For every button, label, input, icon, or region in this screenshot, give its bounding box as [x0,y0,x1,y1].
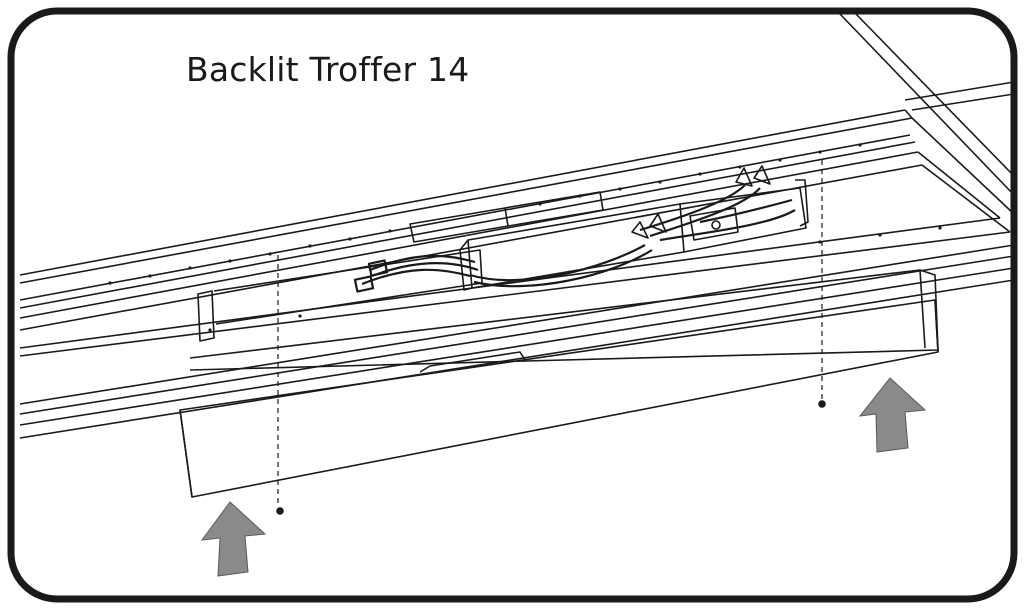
troffer-housing [19,134,1014,439]
mounting-plate [409,191,604,243]
wire-nuts [631,165,771,239]
terminal-block [689,207,739,241]
screw-left [276,507,284,515]
rail-perforations [108,143,942,332]
upper-lens-cover [189,269,939,373]
lower-lens-cover [179,299,939,498]
push-up-arrows [200,377,927,577]
arrow-up-right-icon [858,377,927,453]
arrow-up-left-icon [200,501,267,577]
diagram-title: Backlit Troffer 14 [186,50,470,89]
driver-box [459,179,809,291]
diagram-border [7,7,1018,603]
screw-right [818,400,826,408]
alignment-guides [277,160,823,505]
ceiling-grid [19,13,1014,284]
screws [276,400,826,515]
left-end-bracket [197,249,483,342]
